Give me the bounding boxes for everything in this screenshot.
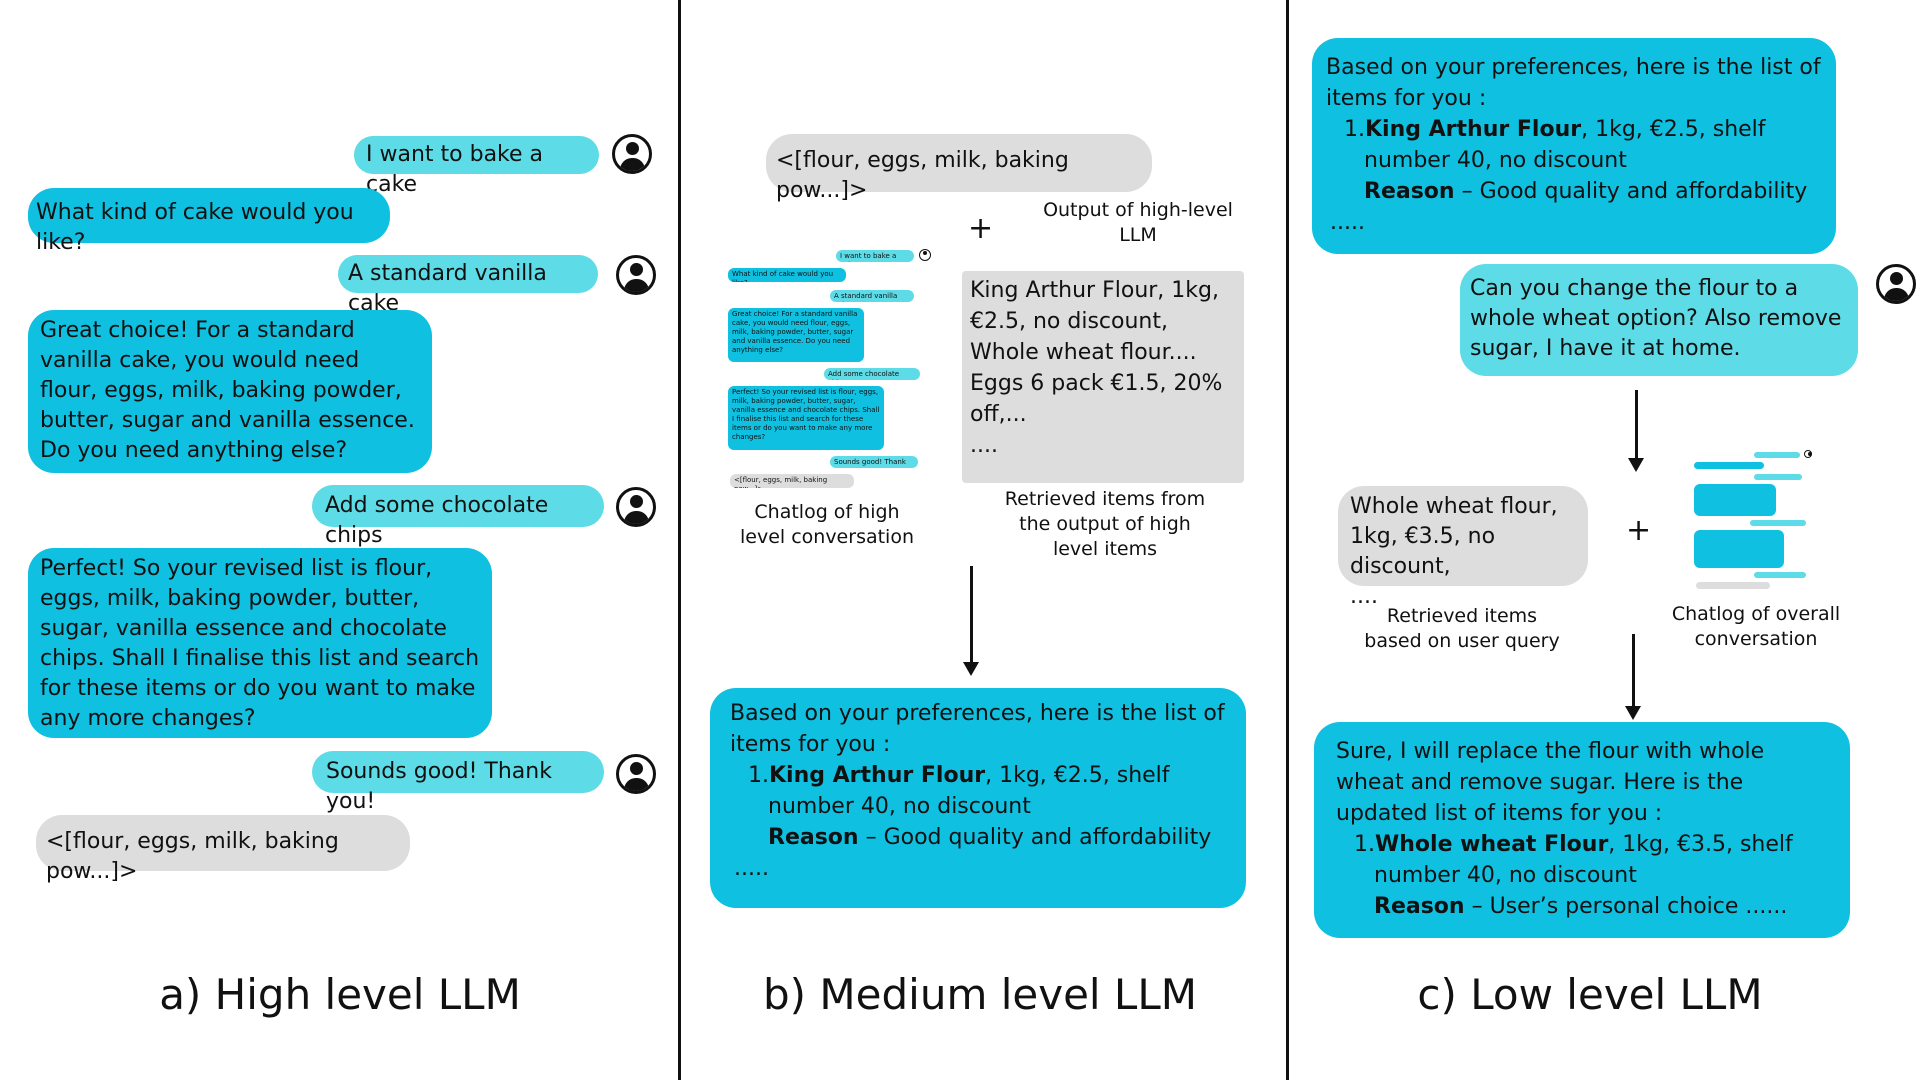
- thumb-user-message: [1750, 520, 1806, 526]
- prev-ellipsis: .....: [1330, 210, 1365, 235]
- output-label: Output of high-level LLM: [1043, 199, 1233, 246]
- thumb-user-message: [1754, 474, 1802, 480]
- arrow-down: [1635, 390, 1638, 458]
- result-item: 1.King Arthur Flour, 1kg, €2.5, shelf: [730, 760, 1226, 791]
- user-avatar-icon: [616, 255, 656, 295]
- prev-item-rest: , 1kg, €2.5, shelf: [1581, 117, 1766, 142]
- retrieved-caption: Retrieved items based on user query: [1364, 605, 1560, 652]
- thumb-user-message: I want to bake a cake: [836, 250, 914, 262]
- thumb-user-message: A standard vanilla cake: [830, 290, 914, 302]
- arrow-head: [963, 662, 979, 676]
- thumb-output-list: <[flour, eggs, milk, baking pow...]>: [730, 474, 854, 488]
- thumb-user-message: Add some chocolate chips: [824, 368, 920, 380]
- final-item-cont: number 40, no discount: [1374, 863, 1637, 888]
- panel-a-title: a) High level LLM: [159, 970, 521, 1019]
- final-item: 1.Whole wheat Flour, 1kg, €3.5, shelf: [1336, 829, 1828, 860]
- panel-c-title: c) Low level LLM: [1417, 970, 1763, 1019]
- user-message-1: I want to bake a cake: [354, 136, 599, 197]
- divider-right: [1286, 0, 1289, 1080]
- result-item-cont: number 40, no discount: [768, 794, 1031, 819]
- input-list-bubble: <[flour, eggs, milk, baking pow...]>: [766, 134, 1152, 203]
- thumb-bot-message: Perfect! So your revised list is flour, …: [728, 386, 884, 450]
- user-message-2: A standard vanilla cake: [338, 255, 598, 316]
- prev-reason-label: Reason: [1364, 179, 1455, 204]
- retrieved-items-box: Whole wheat flour, 1kg, €3.5, no discoun…: [1338, 486, 1588, 609]
- result-ellipsis: .....: [734, 856, 769, 881]
- prev-item: 1.King Arthur Flour, 1kg, €2.5, shelf: [1326, 114, 1822, 145]
- thumb-bot-message: [1694, 462, 1764, 469]
- result-reason-text: – Good quality and affordability: [858, 825, 1212, 850]
- thumb-bot-message: [1694, 484, 1776, 516]
- final-reason: Reason – User’s personal choice ......: [1336, 891, 1828, 922]
- final-item-rest: , 1kg, €3.5, shelf: [1608, 832, 1793, 857]
- thumb-bot-message: What kind of cake would you like?: [728, 268, 846, 282]
- arrow-down: [1632, 634, 1635, 710]
- result-item-name: King Arthur Flour: [769, 763, 986, 788]
- chatlog-thumbnail: I want to bake a cake What kind of cake …: [726, 244, 931, 494]
- bot-message-2: Great choice! For a standard vanilla cak…: [28, 310, 432, 473]
- user-message-3: Add some chocolate chips: [312, 485, 604, 548]
- arrow-head: [1628, 458, 1644, 472]
- output-list-bubble: <[flour, eggs, milk, baking pow...]>: [36, 815, 410, 884]
- plus-icon: +: [1626, 513, 1652, 548]
- prev-reason-text: – Good quality and affordability: [1454, 179, 1808, 204]
- chatlog-caption: Chatlog of overall conversation: [1671, 603, 1841, 650]
- retrieved-line-1: Whole wheat flour, 1kg, €3.5, no discoun…: [1350, 494, 1558, 579]
- user-message-4: Sounds good! Thank you!: [312, 751, 604, 814]
- result-reason-label: Reason: [768, 825, 859, 850]
- arrow-down: [970, 566, 973, 666]
- thumb-avatar-icon: [1804, 450, 1812, 458]
- divider-left: [678, 0, 681, 1080]
- thumb-output-list: [1696, 582, 1770, 589]
- retrieved-line-2: ....: [1350, 584, 1378, 609]
- retrieved-caption: Retrieved items from the output of high …: [1004, 488, 1206, 560]
- final-item-name: Whole wheat Flour: [1375, 832, 1609, 857]
- user-avatar-icon: [616, 487, 656, 527]
- retrieved-line-2: Eggs 6 pack €1.5, 20% off,...: [970, 371, 1223, 427]
- bot-message-1: What kind of cake would you like?: [28, 188, 390, 255]
- final-intro: Sure, I will replace the flour with whol…: [1336, 739, 1765, 826]
- chatlog-thumbnail: [1692, 450, 1816, 590]
- previous-result-bubble: Based on your preferences, here is the l…: [1312, 38, 1836, 254]
- result-num: 1.: [748, 763, 769, 788]
- panel-b-title: b) Medium level LLM: [763, 970, 1197, 1019]
- prev-num: 1.: [1344, 117, 1365, 142]
- thumb-bot-message: Great choice! For a standard vanilla cak…: [728, 308, 864, 362]
- retrieved-items-box: King Arthur Flour, 1kg, €2.5, no discoun…: [962, 271, 1244, 483]
- thumb-user-message: Sounds good! Thank you!: [830, 456, 918, 468]
- prev-item-name: King Arthur Flour: [1365, 117, 1582, 142]
- thumb-user-message: [1754, 452, 1800, 458]
- result-intro: Based on your preferences, here is the l…: [730, 701, 1225, 757]
- final-num: 1.: [1354, 832, 1375, 857]
- user-avatar-icon: [1876, 264, 1916, 304]
- user-avatar-icon: [612, 134, 652, 174]
- result-reason: Reason – Good quality and affordability: [730, 822, 1226, 853]
- result-item-rest: , 1kg, €2.5, shelf: [985, 763, 1170, 788]
- arrow-head: [1625, 706, 1641, 720]
- final-reason-text: – User’s personal choice ......: [1464, 894, 1788, 919]
- prev-intro: Based on your preferences, here is the l…: [1326, 55, 1821, 111]
- prev-reason: Reason – Good quality and affordability: [1326, 176, 1822, 207]
- final-result-bubble: Sure, I will replace the flour with whol…: [1314, 722, 1850, 938]
- chatlog-caption: Chatlog of high level conversation: [739, 501, 914, 548]
- final-reason-label: Reason: [1374, 894, 1465, 919]
- user-query-bubble: Can you change the flour to a whole whea…: [1460, 264, 1858, 376]
- thumb-user-message: [1754, 572, 1806, 578]
- retrieved-line-1: King Arthur Flour, 1kg, €2.5, no discoun…: [970, 278, 1219, 365]
- thumb-avatar-icon: [919, 249, 931, 261]
- thumb-bot-message: [1694, 530, 1784, 568]
- retrieved-line-3: ....: [970, 433, 998, 458]
- prev-item-cont: number 40, no discount: [1364, 148, 1627, 173]
- result-bubble: Based on your preferences, here is the l…: [710, 688, 1246, 908]
- user-avatar-icon: [616, 754, 656, 794]
- plus-icon: +: [968, 211, 994, 246]
- bot-message-3: Perfect! So your revised list is flour, …: [28, 548, 492, 738]
